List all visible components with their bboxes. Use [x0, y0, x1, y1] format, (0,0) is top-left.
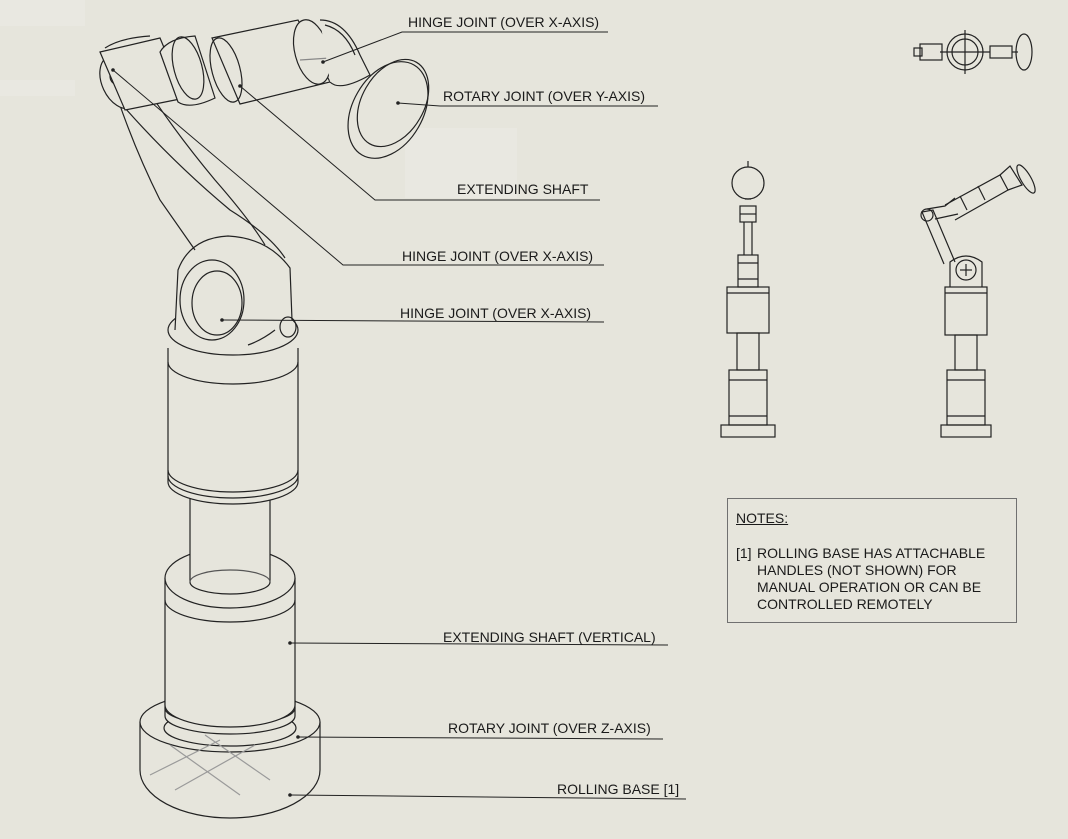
- notes-text: ROLLING BASE HAS ATTACHABLE HANDLES (NOT…: [757, 545, 986, 612]
- callout-extending-shaft-vertical: EXTENDING SHAFT (VERTICAL): [443, 629, 656, 645]
- callout-hinge-joint-mid: HINGE JOINT (OVER X-AXIS): [402, 248, 594, 264]
- callout-rotary-joint-z: ROTARY JOINT (OVER Z-AXIS): [448, 720, 651, 736]
- callout-rolling-base: ROLLING BASE [1]: [557, 781, 680, 797]
- callout-hinge-joint-low: HINGE JOINT (OVER X-AXIS): [400, 305, 592, 321]
- callout-hinge-joint-top: HINGE JOINT (OVER X-AXIS): [408, 14, 600, 30]
- ghost-patch: [405, 128, 517, 198]
- ghost-patch: [0, 80, 75, 96]
- notes-box: NOTES: [1] ROLLING BASE HAS ATTACHABLE H…: [727, 498, 1017, 623]
- notes-title: NOTES:: [736, 510, 789, 526]
- front-view: [720, 161, 776, 438]
- side-view: [920, 164, 1036, 438]
- notes-marker: [1]: [736, 545, 752, 561]
- main-robot-view: [99, 19, 430, 819]
- ghost-patch: [0, 0, 85, 26]
- leader-dots: [111, 60, 400, 797]
- top-view: [913, 30, 1033, 74]
- callout-extending-shaft: EXTENDING SHAFT: [457, 181, 589, 197]
- leader-lines: [112, 31, 687, 800]
- callout-rotary-joint-y: ROTARY JOINT (OVER Y-AXIS): [443, 88, 646, 104]
